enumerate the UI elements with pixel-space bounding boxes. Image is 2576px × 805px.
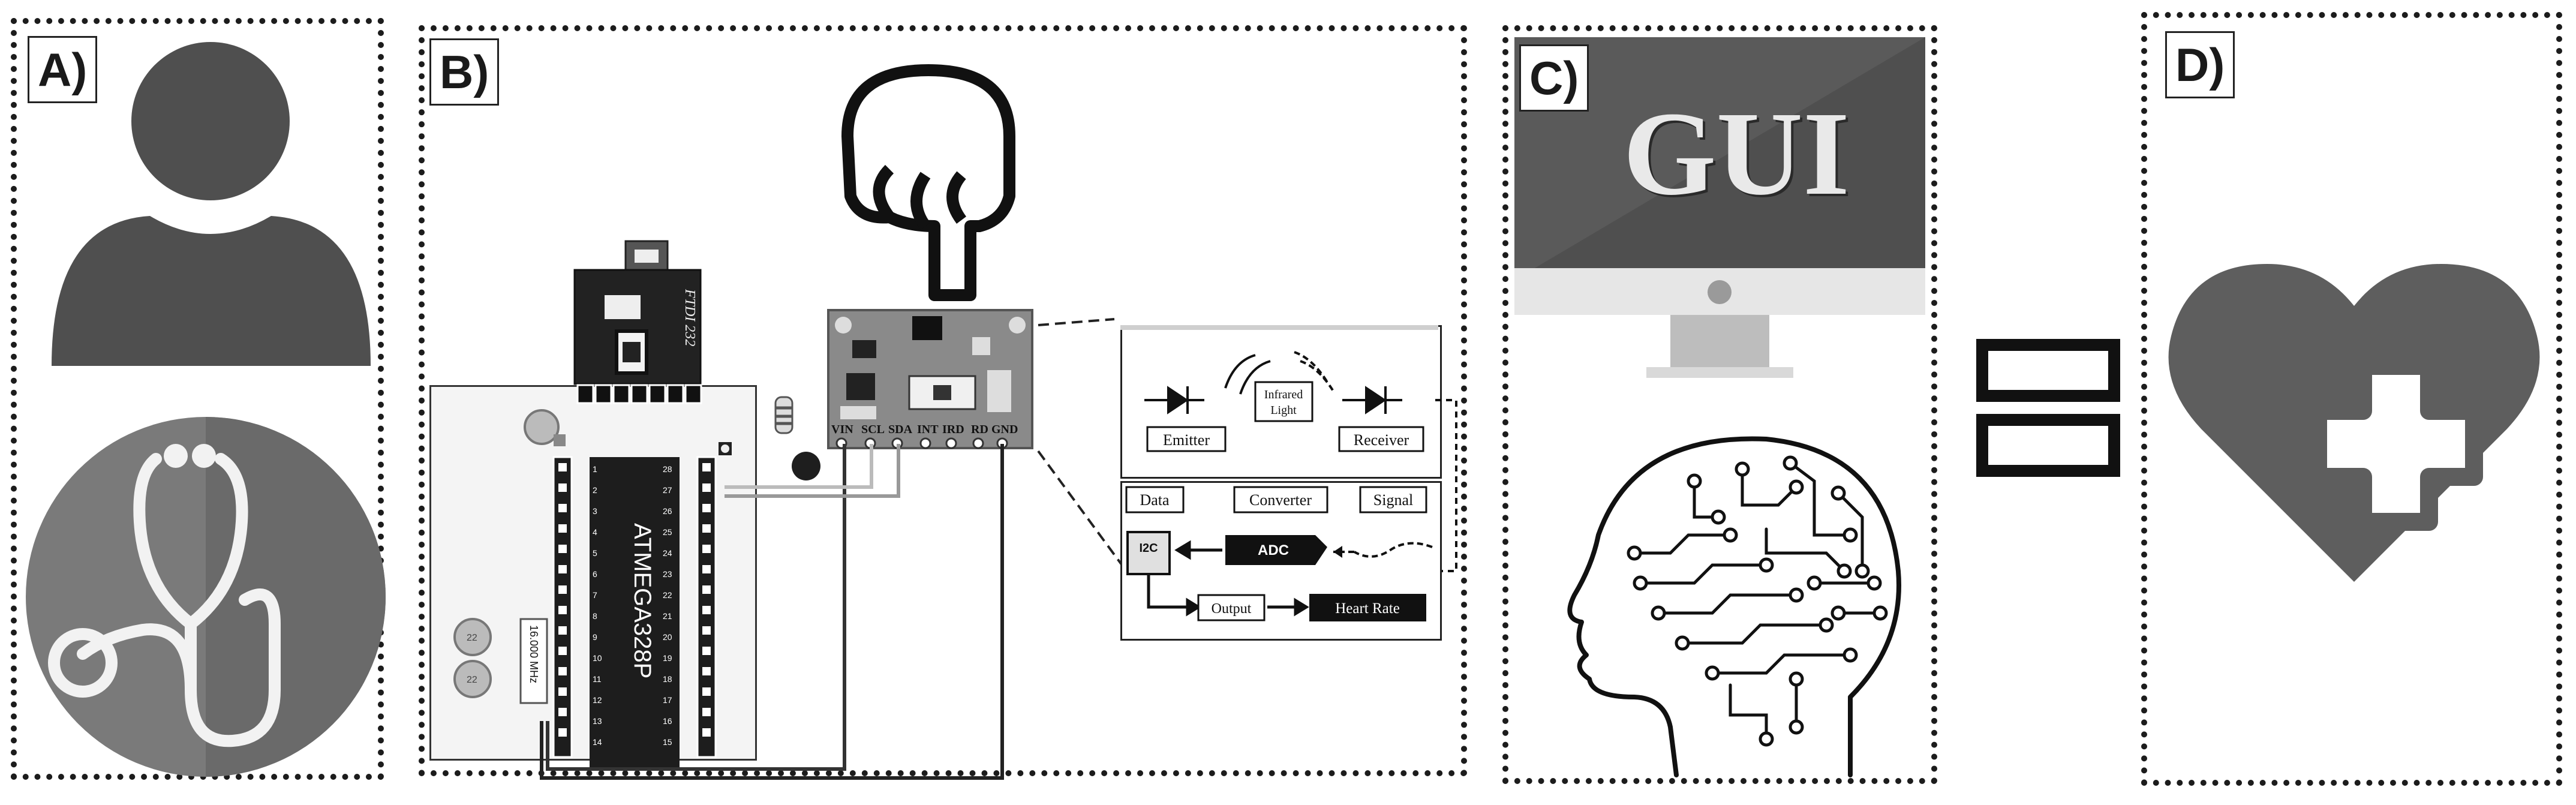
emitter-label: Emitter [1163,431,1210,449]
sensor-pin-label: VIN [831,423,853,436]
chip-pin-number: 4 [593,527,597,537]
power-components [524,396,820,480]
adc-label: ADC [1258,542,1289,558]
pulse-sensor-module: VIN SCL SDA INT IRD RD GND [827,309,1033,449]
chip-pin-number: 13 [593,716,602,726]
chip-pin-number: 14 [593,737,602,747]
chip-pin-number: 25 [663,527,672,537]
chip-pin-number: 27 [663,485,672,495]
chip-pin-number: 16 [663,716,672,726]
chip-label: ATMEGA328P [629,523,656,678]
chip-pin-number: 6 [593,569,597,579]
panel-c: C) GUI [1502,25,1937,784]
heart-plus-icon [2168,264,2540,582]
processing-diagram: Data Converter Signal I2C ADC Output Hea… [1125,486,1433,621]
chip-pin-number: 23 [663,569,672,579]
ftdi-label: FTDI 232 [682,289,698,346]
sensor-pin-label: SCL [861,423,885,436]
chip-pin-number: 7 [593,590,597,600]
chip-pin-number: 17 [663,695,672,705]
chip-pin-number: 22 [663,590,672,600]
chip-pin-number: 3 [593,506,597,516]
chip-pin-number: 21 [663,611,672,621]
stethoscope-icon [26,417,386,777]
capacitor-label: 22 [467,675,477,685]
panel-c-label: C) [1519,44,1589,112]
infrared-label-line1: Infrared [1264,388,1303,401]
chip-pin-number: 20 [663,632,672,642]
panel-d-label: D) [2165,31,2235,98]
chip-pin-number: 9 [593,632,597,642]
chip-pin-number: 19 [663,653,672,663]
sensing-diagram: Emitter Infrared Light Receiver [1120,325,1457,572]
converter-label: Converter [1249,491,1312,509]
output-label: Output [1212,601,1252,617]
chip-pin-number: 1 [593,464,597,474]
ftdi-module: FTDI 232 [573,240,702,404]
sensor-pin-label: SDA [888,423,913,436]
crystal-and-capacitors: 22 22 16.000 MHz [453,618,548,704]
heart-rate-label: Heart Rate [1335,600,1400,617]
chip-pin-number: 8 [593,611,597,621]
chip-pin-number: 28 [663,464,672,474]
infrared-label-line2: Light [1270,404,1297,417]
panel-d: D) [2141,12,2562,786]
panel-b-label: B) [429,38,500,106]
atmega-chip: ATMEGA328P [552,456,717,769]
i2c-label: I2C [1139,542,1158,555]
sensor-pin-label: GND [991,423,1018,436]
panel-a-label: A) [28,36,98,103]
capacitor-label: 22 [467,633,477,643]
chip-pin-number: 10 [593,653,602,663]
brain-head-icon [1567,436,1901,777]
receiver-label: Receiver [1354,431,1409,449]
chip-pin-number: 11 [593,674,602,684]
chip-pin-number: 18 [663,674,672,684]
gui-screen-text: GUI [1623,88,1850,220]
chip-pin-number: 5 [593,548,597,558]
chip-pin-number: 24 [663,548,672,558]
chip-pin-number: 26 [663,506,672,516]
data-label: Data [1140,491,1170,509]
equals-sign [1976,339,2120,477]
sensor-pin-label: IRD [942,423,964,436]
chip-pin-number: 12 [593,695,602,705]
pointing-hand-icon [841,64,1015,301]
panel-a: A) [11,18,386,780]
sensor-pin-label: RD [971,423,988,436]
sensor-pin-label: INT [917,423,939,436]
crystal-label: 16.000 MHz [528,625,540,683]
chip-pin-number: 2 [593,485,597,495]
panel-b: B) FTDI 232 [419,25,1467,780]
wiring [540,318,1128,780]
person-icon [52,42,371,366]
chip-pin-numbers: 1 2 3 4 5 6 7 8 9 10 11 12 13 14 28 27 2… [593,464,672,747]
signal-label: Signal [1373,491,1413,509]
chip-pin-number: 15 [663,737,672,747]
